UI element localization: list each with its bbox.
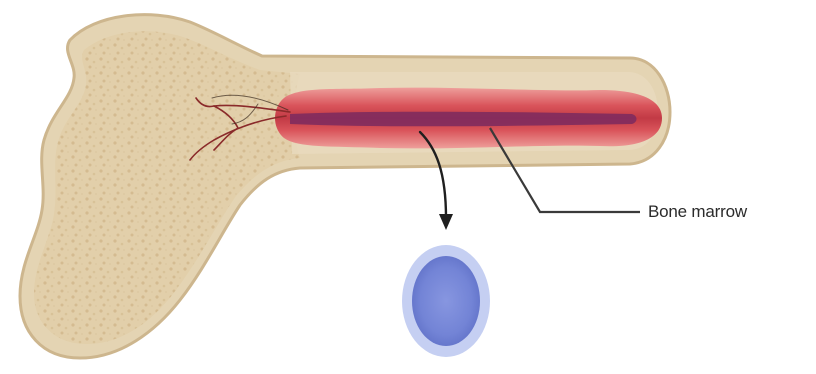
bone-marrow-label: Bone marrow (648, 202, 747, 222)
arrowhead (439, 214, 453, 230)
marrow-core (290, 112, 637, 127)
cell-body (412, 256, 480, 346)
